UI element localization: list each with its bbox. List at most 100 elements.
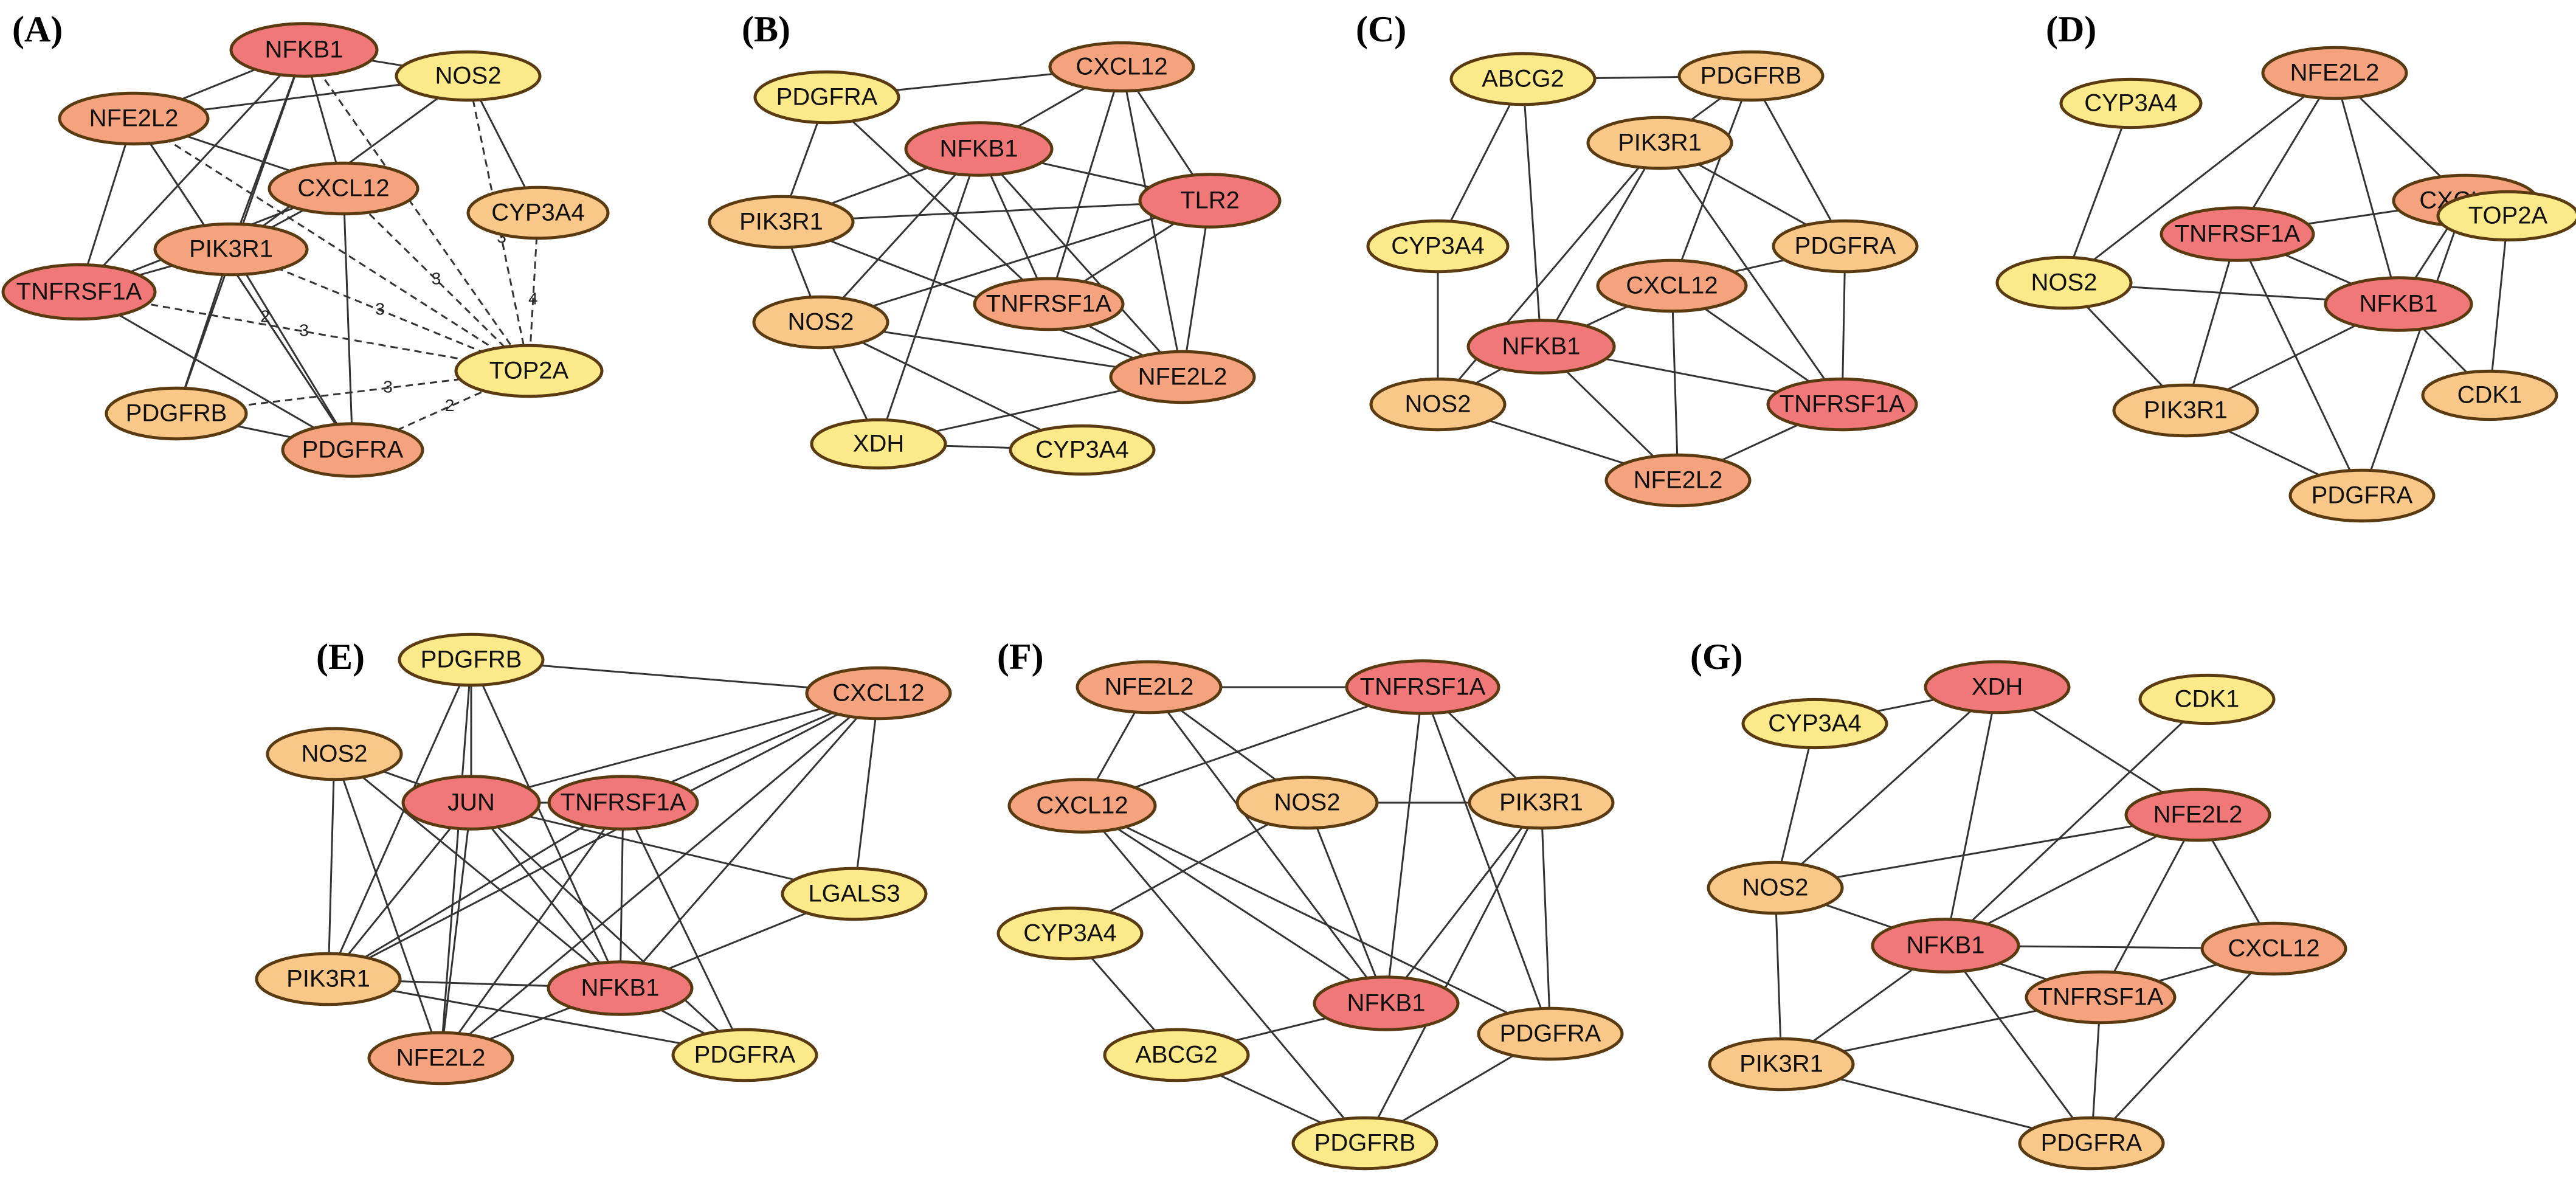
node-nos2[interactable]: NOS2: [1369, 377, 1507, 432]
node-tnfrsf1a[interactable]: TNFRSF1A: [1345, 659, 1500, 715]
node-ellipse: [367, 1031, 514, 1085]
node-cdk1[interactable]: CDK1: [2138, 673, 2276, 725]
node-ellipse: [1708, 1037, 1855, 1092]
node-nfkb1[interactable]: NFKB1: [1871, 918, 2020, 974]
node-ellipse: [1345, 659, 1500, 715]
node-nfkb1[interactable]: NFKB1: [904, 121, 1054, 177]
node-pdgfra[interactable]: PDGFRA: [1772, 219, 1919, 274]
node-pik3r1[interactable]: PIK3R1: [2112, 383, 2259, 438]
edge-nfe2l2-nfkb1: [1148, 687, 1387, 1004]
node-ellipse: [671, 1028, 818, 1082]
node-abcg2[interactable]: ABCG2: [1103, 1028, 1250, 1082]
node-tnfrsf1a[interactable]: TNFRSF1A: [2160, 206, 2315, 262]
node-pdgfra[interactable]: PDGFRA: [281, 422, 424, 478]
node-nfkb1[interactable]: NFKB1: [1313, 975, 1460, 1031]
node-cyp3a4[interactable]: CYP3A4: [996, 906, 1144, 961]
node-pik3r1[interactable]: PIK3R1: [1586, 116, 1733, 170]
edge-pdgfrb-nfkb1: [470, 659, 621, 989]
node-xdh[interactable]: XDH: [1924, 660, 2071, 715]
node-ellipse: [105, 386, 248, 441]
node-nos2[interactable]: NOS2: [752, 295, 889, 350]
node-cxcl12[interactable]: CXCL12: [268, 161, 420, 216]
node-nfe2l2[interactable]: NFE2L2: [367, 1031, 514, 1085]
node-pdgfrb[interactable]: PDGFRB: [105, 386, 248, 441]
node-ellipse: [1449, 52, 1597, 106]
node-pdgfrb[interactable]: PDGFRB: [1291, 1116, 1438, 1171]
node-tlr2[interactable]: TLR2: [1138, 173, 1282, 229]
node-pik3r1[interactable]: PIK3R1: [153, 222, 309, 277]
node-cxcl12[interactable]: CXCL12: [2200, 921, 2347, 976]
node-nfe2l2[interactable]: NFE2L2: [1604, 453, 1752, 508]
node-pik3r1[interactable]: PIK3R1: [708, 195, 855, 249]
node-nos2[interactable]: NOS2: [1235, 775, 1379, 830]
node-tnfrsf1a[interactable]: TNFRSF1A: [1766, 377, 1918, 432]
node-nos2[interactable]: NOS2: [266, 727, 403, 781]
node-tnfrsf1a[interactable]: TNFRSF1A: [547, 775, 699, 831]
node-top2a[interactable]: TOP2A: [454, 344, 604, 398]
node-tnfrsf1a[interactable]: TNFRSF1A: [2025, 970, 2177, 1025]
node-nos2[interactable]: NOS2: [1707, 860, 1844, 915]
node-lgals3[interactable]: LGALS3: [781, 867, 928, 921]
edge-pik3r1-pdgfrb: [1364, 802, 1542, 1144]
node-cxcl12[interactable]: CXCL12: [1596, 258, 1748, 313]
node-label: NFE2L2: [1105, 674, 1194, 701]
node-cyp3a4[interactable]: CYP3A4: [1741, 697, 1888, 750]
node-cxcl12[interactable]: CXCL12: [1048, 41, 1195, 93]
node-nfe2l2[interactable]: NFE2L2: [2124, 787, 2271, 842]
edge-pik3r1-pdgfra: [230, 249, 354, 451]
node-pik3r1[interactable]: PIK3R1: [1468, 775, 1615, 830]
node-nfkb1[interactable]: NFKB1: [229, 22, 379, 78]
node-nfe2l2[interactable]: NFE2L2: [1109, 350, 1256, 404]
node-abcg2[interactable]: ABCG2: [1449, 52, 1597, 106]
edge-nfe2l2-tnfrsf1a: [2099, 814, 2199, 998]
node-pik3r1[interactable]: PIK3R1: [255, 952, 402, 1006]
node-nfe2l2[interactable]: NFE2L2: [1076, 660, 1223, 715]
node-cyp3a4[interactable]: CYP3A4: [2059, 77, 2203, 130]
node-nfkb1[interactable]: NFKB1: [2324, 276, 2473, 332]
node-ellipse: [2138, 673, 2276, 725]
node-ellipse: [2112, 383, 2259, 438]
node-ellipse: [1772, 219, 1919, 274]
node-jun[interactable]: JUN: [401, 775, 541, 831]
edge-weight-label: 2: [445, 396, 455, 415]
node-label: NFKB1: [1502, 333, 1581, 360]
edge-weight-label: 4: [528, 289, 538, 308]
node-cxcl12[interactable]: CXCL12: [805, 666, 952, 721]
edge-jun-lgals3: [471, 801, 855, 895]
node-label: PIK3R1: [189, 236, 273, 263]
node-top2a[interactable]: TOP2A: [2436, 190, 2576, 242]
node-pdgfra[interactable]: PDGFRA: [2288, 468, 2436, 523]
node-pdgfrb[interactable]: PDGFRB: [398, 632, 545, 687]
node-label: PDGFRA: [302, 437, 404, 463]
edge-pik3r1-nfkb1: [1385, 802, 1542, 1004]
node-pdgfra[interactable]: PDGFRA: [671, 1028, 818, 1082]
node-cyp3a4[interactable]: CYP3A4: [1366, 219, 1510, 274]
edge-pdgfra-tnfrsf1a: [826, 96, 1050, 305]
node-nos2[interactable]: NOS2: [395, 50, 542, 102]
node-xdh[interactable]: XDH: [810, 418, 947, 470]
node-nfe2l2[interactable]: NFE2L2: [2261, 46, 2408, 100]
node-pdgfrb[interactable]: PDGFRB: [1677, 50, 1825, 102]
node-tnfrsf1a[interactable]: TNFRSF1A: [973, 277, 1125, 331]
node-pdgfra[interactable]: PDGFRA: [2018, 1116, 2165, 1171]
node-pik3r1[interactable]: PIK3R1: [1708, 1037, 1855, 1092]
node-cxcl12[interactable]: CXCL12: [1007, 778, 1157, 834]
panel-label-d: (D): [2046, 9, 2096, 49]
edge-pik3r1-tnfrsf1a: [1659, 142, 1843, 405]
node-label: CYP3A4: [1023, 920, 1116, 947]
node-cyp3a4[interactable]: CYP3A4: [466, 185, 610, 240]
node-nfe2l2[interactable]: NFE2L2: [58, 91, 210, 146]
edge-xdh-nos2: [1774, 686, 1998, 889]
node-pdgfra[interactable]: PDGFRA: [1477, 1006, 1624, 1061]
node-nfkb1[interactable]: NFKB1: [1466, 319, 1616, 375]
node-cdk1[interactable]: CDK1: [2421, 369, 2558, 421]
node-nos2[interactable]: NOS2: [1995, 255, 2133, 310]
node-pdgfra[interactable]: PDGFRA: [753, 70, 900, 125]
node-tnfrsf1a[interactable]: TNFRSF1A: [1, 263, 157, 321]
edge-weight-label: 3: [375, 299, 385, 318]
node-nfkb1[interactable]: NFKB1: [547, 960, 694, 1016]
node-cyp3a4[interactable]: CYP3A4: [1009, 424, 1156, 476]
